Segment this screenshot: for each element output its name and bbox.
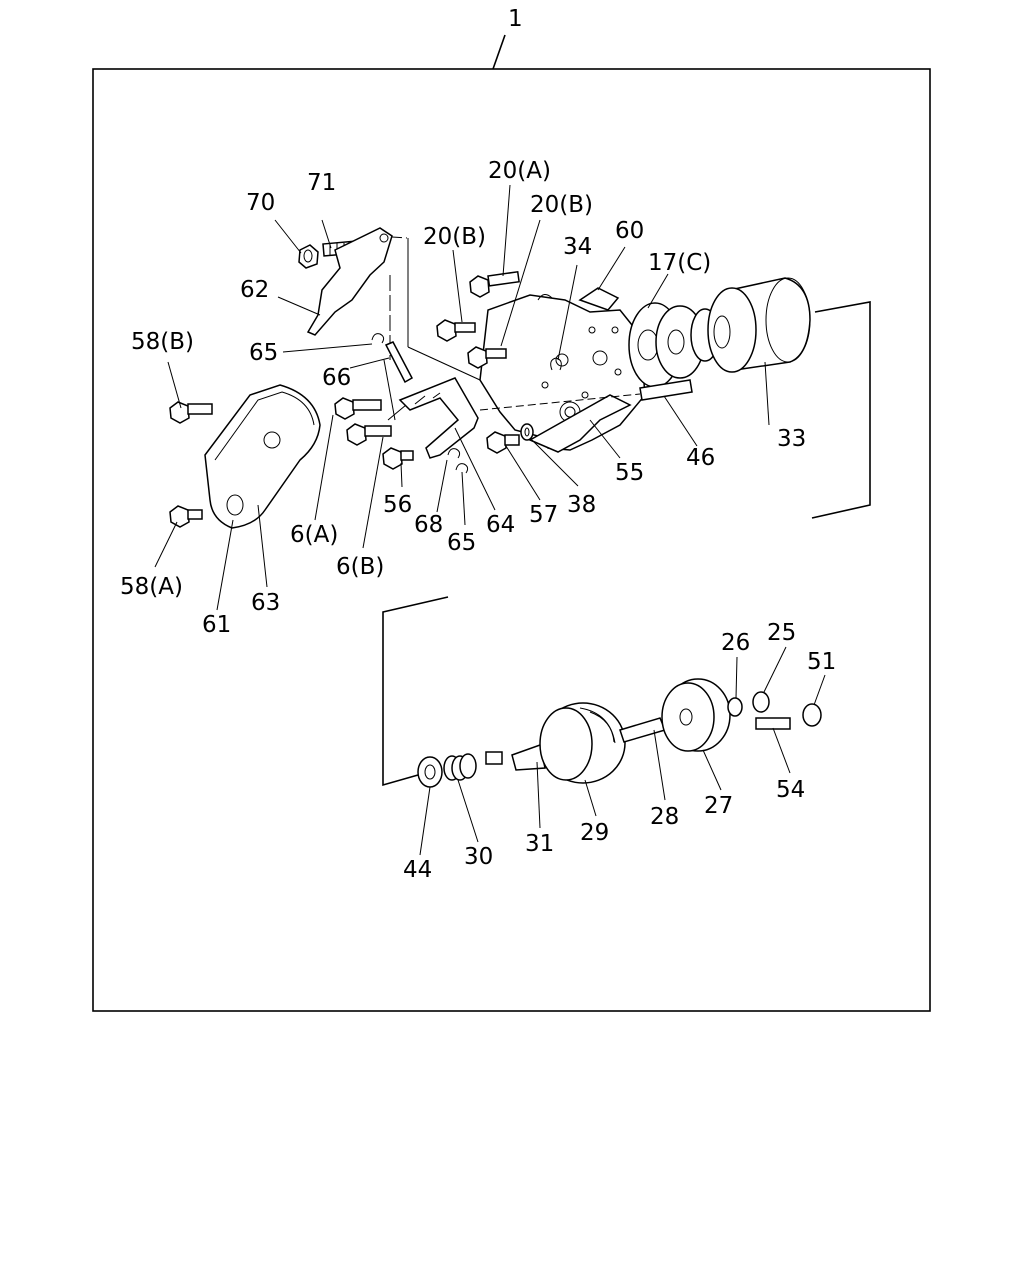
label-70: 70 xyxy=(246,190,275,216)
bolt-56-icon xyxy=(382,447,414,470)
nut-70-icon xyxy=(298,244,319,269)
eclip-65-upper-icon xyxy=(371,333,385,344)
label-30: 30 xyxy=(464,844,493,870)
label-51: 51 xyxy=(807,649,836,675)
bolt-20b-lower-icon xyxy=(467,346,507,369)
bolt-58a-icon xyxy=(169,505,203,528)
assembly-leader xyxy=(492,34,506,70)
label-20b-a: 20(B) xyxy=(423,224,486,250)
label-63: 63 xyxy=(251,590,280,616)
label-65-lower: 65 xyxy=(447,530,476,556)
pulley-29-icon xyxy=(539,702,626,784)
pin-46-icon xyxy=(479,379,693,411)
clip-34-icon xyxy=(550,357,562,371)
label-66: 66 xyxy=(322,365,351,391)
label-33: 33 xyxy=(777,426,806,452)
bolt-20b-upper-icon xyxy=(436,319,476,342)
label-68: 68 xyxy=(414,512,443,538)
label-62: 62 xyxy=(240,277,269,303)
label-29: 29 xyxy=(580,820,609,846)
label-61: 61 xyxy=(202,612,231,638)
spring-30-icon xyxy=(443,753,477,781)
bolt-6a-icon xyxy=(334,397,382,420)
upper-bracket-lines xyxy=(811,301,871,519)
cover-63-icon xyxy=(204,384,321,529)
label-38: 38 xyxy=(567,492,596,518)
label-assembly: 1 xyxy=(508,6,523,32)
bolt-28-icon xyxy=(619,717,667,743)
cap-51-icon xyxy=(802,703,822,727)
label-60: 60 xyxy=(615,218,644,244)
lower-bracket-lines xyxy=(382,596,449,787)
bracket-62-icon xyxy=(306,227,393,336)
bolt-58b-icon xyxy=(169,401,213,424)
label-20b-b: 20(B) xyxy=(530,192,593,218)
pulley-27-icon xyxy=(661,678,731,752)
label-6a: 6(A) xyxy=(290,522,338,548)
label-6b: 6(B) xyxy=(336,554,384,580)
plate-55-icon xyxy=(528,394,632,453)
label-71: 71 xyxy=(307,170,336,196)
nut-26-icon xyxy=(727,697,743,717)
label-26: 26 xyxy=(721,630,750,656)
pin-66-icon xyxy=(384,341,414,384)
label-56: 56 xyxy=(383,492,412,518)
assembly-frame xyxy=(92,68,931,1012)
bolt-57-icon xyxy=(486,431,520,454)
pulley-33-icon xyxy=(707,277,811,373)
eclip-68-icon xyxy=(447,448,461,459)
label-25: 25 xyxy=(767,620,796,646)
label-34: 34 xyxy=(563,234,592,260)
bolt-20a-icon xyxy=(469,270,520,298)
bolt-54-icon xyxy=(755,717,791,730)
flange-17c-icon xyxy=(628,302,720,388)
leader-lines xyxy=(154,184,826,856)
label-17c: 17(C) xyxy=(648,250,711,276)
label-27: 27 xyxy=(704,793,733,819)
label-58b: 58(B) xyxy=(131,329,194,355)
washer-44-icon xyxy=(417,756,443,788)
label-58a: 58(A) xyxy=(120,574,183,600)
label-57: 57 xyxy=(529,502,558,528)
eclip-65-lower-icon xyxy=(455,463,469,474)
label-55: 55 xyxy=(615,460,644,486)
bracket-64-icon xyxy=(398,377,479,459)
spacer-25-icon xyxy=(752,691,770,713)
bolt-6b-icon xyxy=(346,423,392,446)
label-44: 44 xyxy=(403,857,432,883)
washer-38-icon xyxy=(520,423,534,441)
label-31: 31 xyxy=(525,831,554,857)
label-54: 54 xyxy=(776,777,805,803)
part-labels: 1 70 71 62 58(B) 65 66 20(A) 20(B) 20(B)… xyxy=(120,6,836,883)
label-28: 28 xyxy=(650,804,679,830)
label-64: 64 xyxy=(486,512,515,538)
label-46: 46 xyxy=(686,445,715,471)
label-20a: 20(A) xyxy=(488,158,551,184)
label-65-upper: 65 xyxy=(249,340,278,366)
